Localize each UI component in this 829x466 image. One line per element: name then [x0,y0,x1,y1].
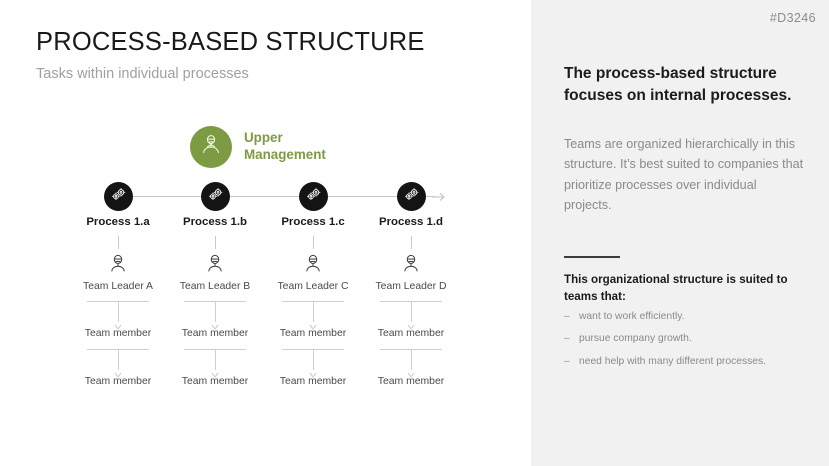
column-tick [410,236,412,249]
process-label-4: Process 1.d [379,216,443,228]
upper-management-node[interactable]: Upper Management [190,126,326,168]
list-item-label: want to work efficiently. [579,311,685,322]
page-title: PROCESS-BASED STRUCTURE [36,28,425,56]
arrow-down-icon [113,366,123,384]
team-member-label: Team member [181,328,249,339]
bullet-dash: – [564,355,570,367]
upper-management-circle [190,126,232,168]
process-column-2: Team Leader B Team member Team member [155,236,275,387]
team-member-label: Team member [181,376,249,387]
arrow-right-icon [432,190,446,208]
process-column-3: Team Leader C Team member Team member [253,236,373,387]
column-tick [214,236,216,249]
process-node-4[interactable] [397,182,426,211]
upper-management-label: Upper Management [244,130,326,164]
panel-subheading: This organizational structure is suited … [564,273,788,303]
bullet-dash: – [564,333,570,345]
process-column-1: Team Leader A Team member Team member [58,236,178,387]
column-connector [253,301,373,330]
team-member-label: Team member [84,328,152,339]
list-item-label: need help with many different processes. [579,355,766,367]
arrow-down-icon [308,318,318,336]
column-connector [155,349,275,378]
column-connector [155,301,275,330]
gears-icon [207,186,224,208]
arrow-down-icon [113,318,123,336]
team-member-label: Team member [84,376,152,387]
gears-icon [305,186,322,208]
list-item: – want to work efficiently. [564,311,814,322]
column-connector [58,349,178,378]
list-item: – pursue company growth. [564,333,814,345]
timeline-axis [118,196,435,197]
team-leader-label: Team Leader C [277,281,349,292]
process-node-3[interactable] [299,182,328,211]
arrow-down-icon [210,318,220,336]
column-connector [253,349,373,378]
arrow-down-icon [406,318,416,336]
info-panel: #D3246 The process-based structure focus… [531,0,829,466]
arrow-down-icon [308,366,318,384]
manager-person-icon [199,133,223,162]
column-connector [351,349,471,378]
team-leader-label: Team Leader A [83,281,153,292]
column-connector [58,301,178,330]
team-leader-label: Team Leader B [179,281,251,292]
upper-management-label-line1: Upper [244,130,283,146]
document-tag: #D3246 [769,11,816,25]
column-tick [117,236,119,249]
process-node-1[interactable] [104,182,133,211]
process-node-2[interactable] [201,182,230,211]
process-label-3: Process 1.c [281,216,345,228]
team-member-label: Team member [279,376,347,387]
team-leader-label: Team Leader D [375,281,447,292]
gears-icon [110,186,127,208]
list-item-label: pursue company growth. [579,333,692,345]
column-connector [351,301,471,330]
page-subtitle: Tasks within individual processes [36,66,249,82]
process-label-1: Process 1.a [86,216,150,228]
panel-divider [564,256,620,258]
panel-heading: The process-based structure focuses on i… [564,65,792,104]
person-icon [155,252,275,276]
person-icon [58,252,178,276]
gears-icon [403,186,420,208]
arrow-down-icon [406,366,416,384]
team-member-label: Team member [377,376,445,387]
list-item: – need help with many different processe… [564,355,814,367]
arrow-down-icon [210,366,220,384]
panel-body-text: Teams are organized hierarchically in th… [564,137,804,213]
team-member-label: Team member [377,328,445,339]
person-icon [253,252,373,276]
bullet-dash: – [564,311,570,322]
column-tick [312,236,314,249]
upper-management-label-line2: Management [244,147,326,162]
panel-bullet-list: – want to work efficiently. – pursue com… [564,311,814,379]
person-icon [351,252,471,276]
process-column-4: Team Leader D Team member Team member [351,236,471,387]
team-member-label: Team member [279,328,347,339]
process-label-2: Process 1.b [183,216,247,228]
